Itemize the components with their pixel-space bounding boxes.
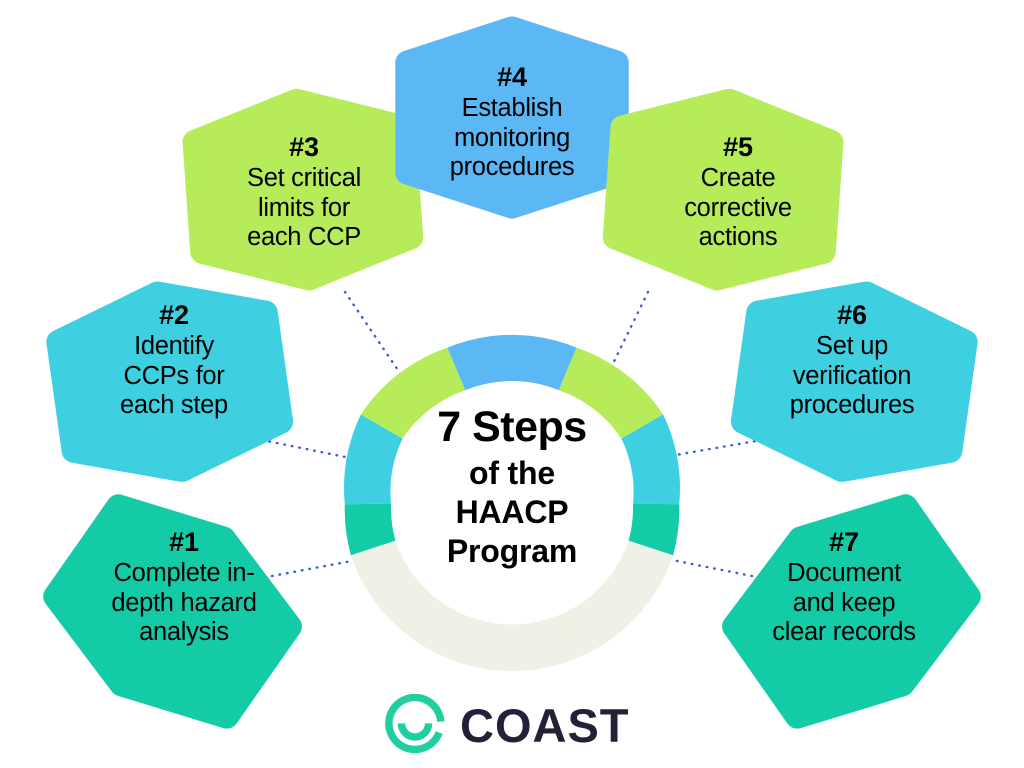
connector-line-6 xyxy=(656,438,764,460)
donut-slice-6 xyxy=(621,414,680,505)
donut-slice-1 xyxy=(344,503,396,556)
step-pentagon-2[interactable] xyxy=(40,265,299,498)
connector-lines-group xyxy=(260,290,764,578)
step-pentagon-5[interactable] xyxy=(600,81,847,299)
brand-logo: COAST xyxy=(384,694,630,756)
step-pentagons-group xyxy=(19,16,1005,761)
donut-slice-3 xyxy=(360,347,466,439)
brand-wordmark: COAST xyxy=(460,698,630,752)
coast-ring-smile-icon xyxy=(385,694,445,754)
step-pentagon-3[interactable] xyxy=(179,81,426,299)
step-pentagon-7[interactable] xyxy=(698,462,1005,761)
step-pentagon-6[interactable] xyxy=(725,265,984,498)
step-pentagon-1[interactable] xyxy=(19,462,326,761)
donut-chart xyxy=(344,334,680,672)
donut-slice-5 xyxy=(558,347,664,439)
connector-line-3 xyxy=(343,290,408,384)
connector-line-5 xyxy=(604,290,650,380)
step-pentagon-4[interactable] xyxy=(395,16,629,219)
connector-line-1 xyxy=(270,554,380,578)
donut-slice-2 xyxy=(344,414,403,505)
donut-slice-4 xyxy=(447,334,577,391)
donut-gap-slice xyxy=(350,540,674,672)
donut-slice-7 xyxy=(628,503,680,556)
